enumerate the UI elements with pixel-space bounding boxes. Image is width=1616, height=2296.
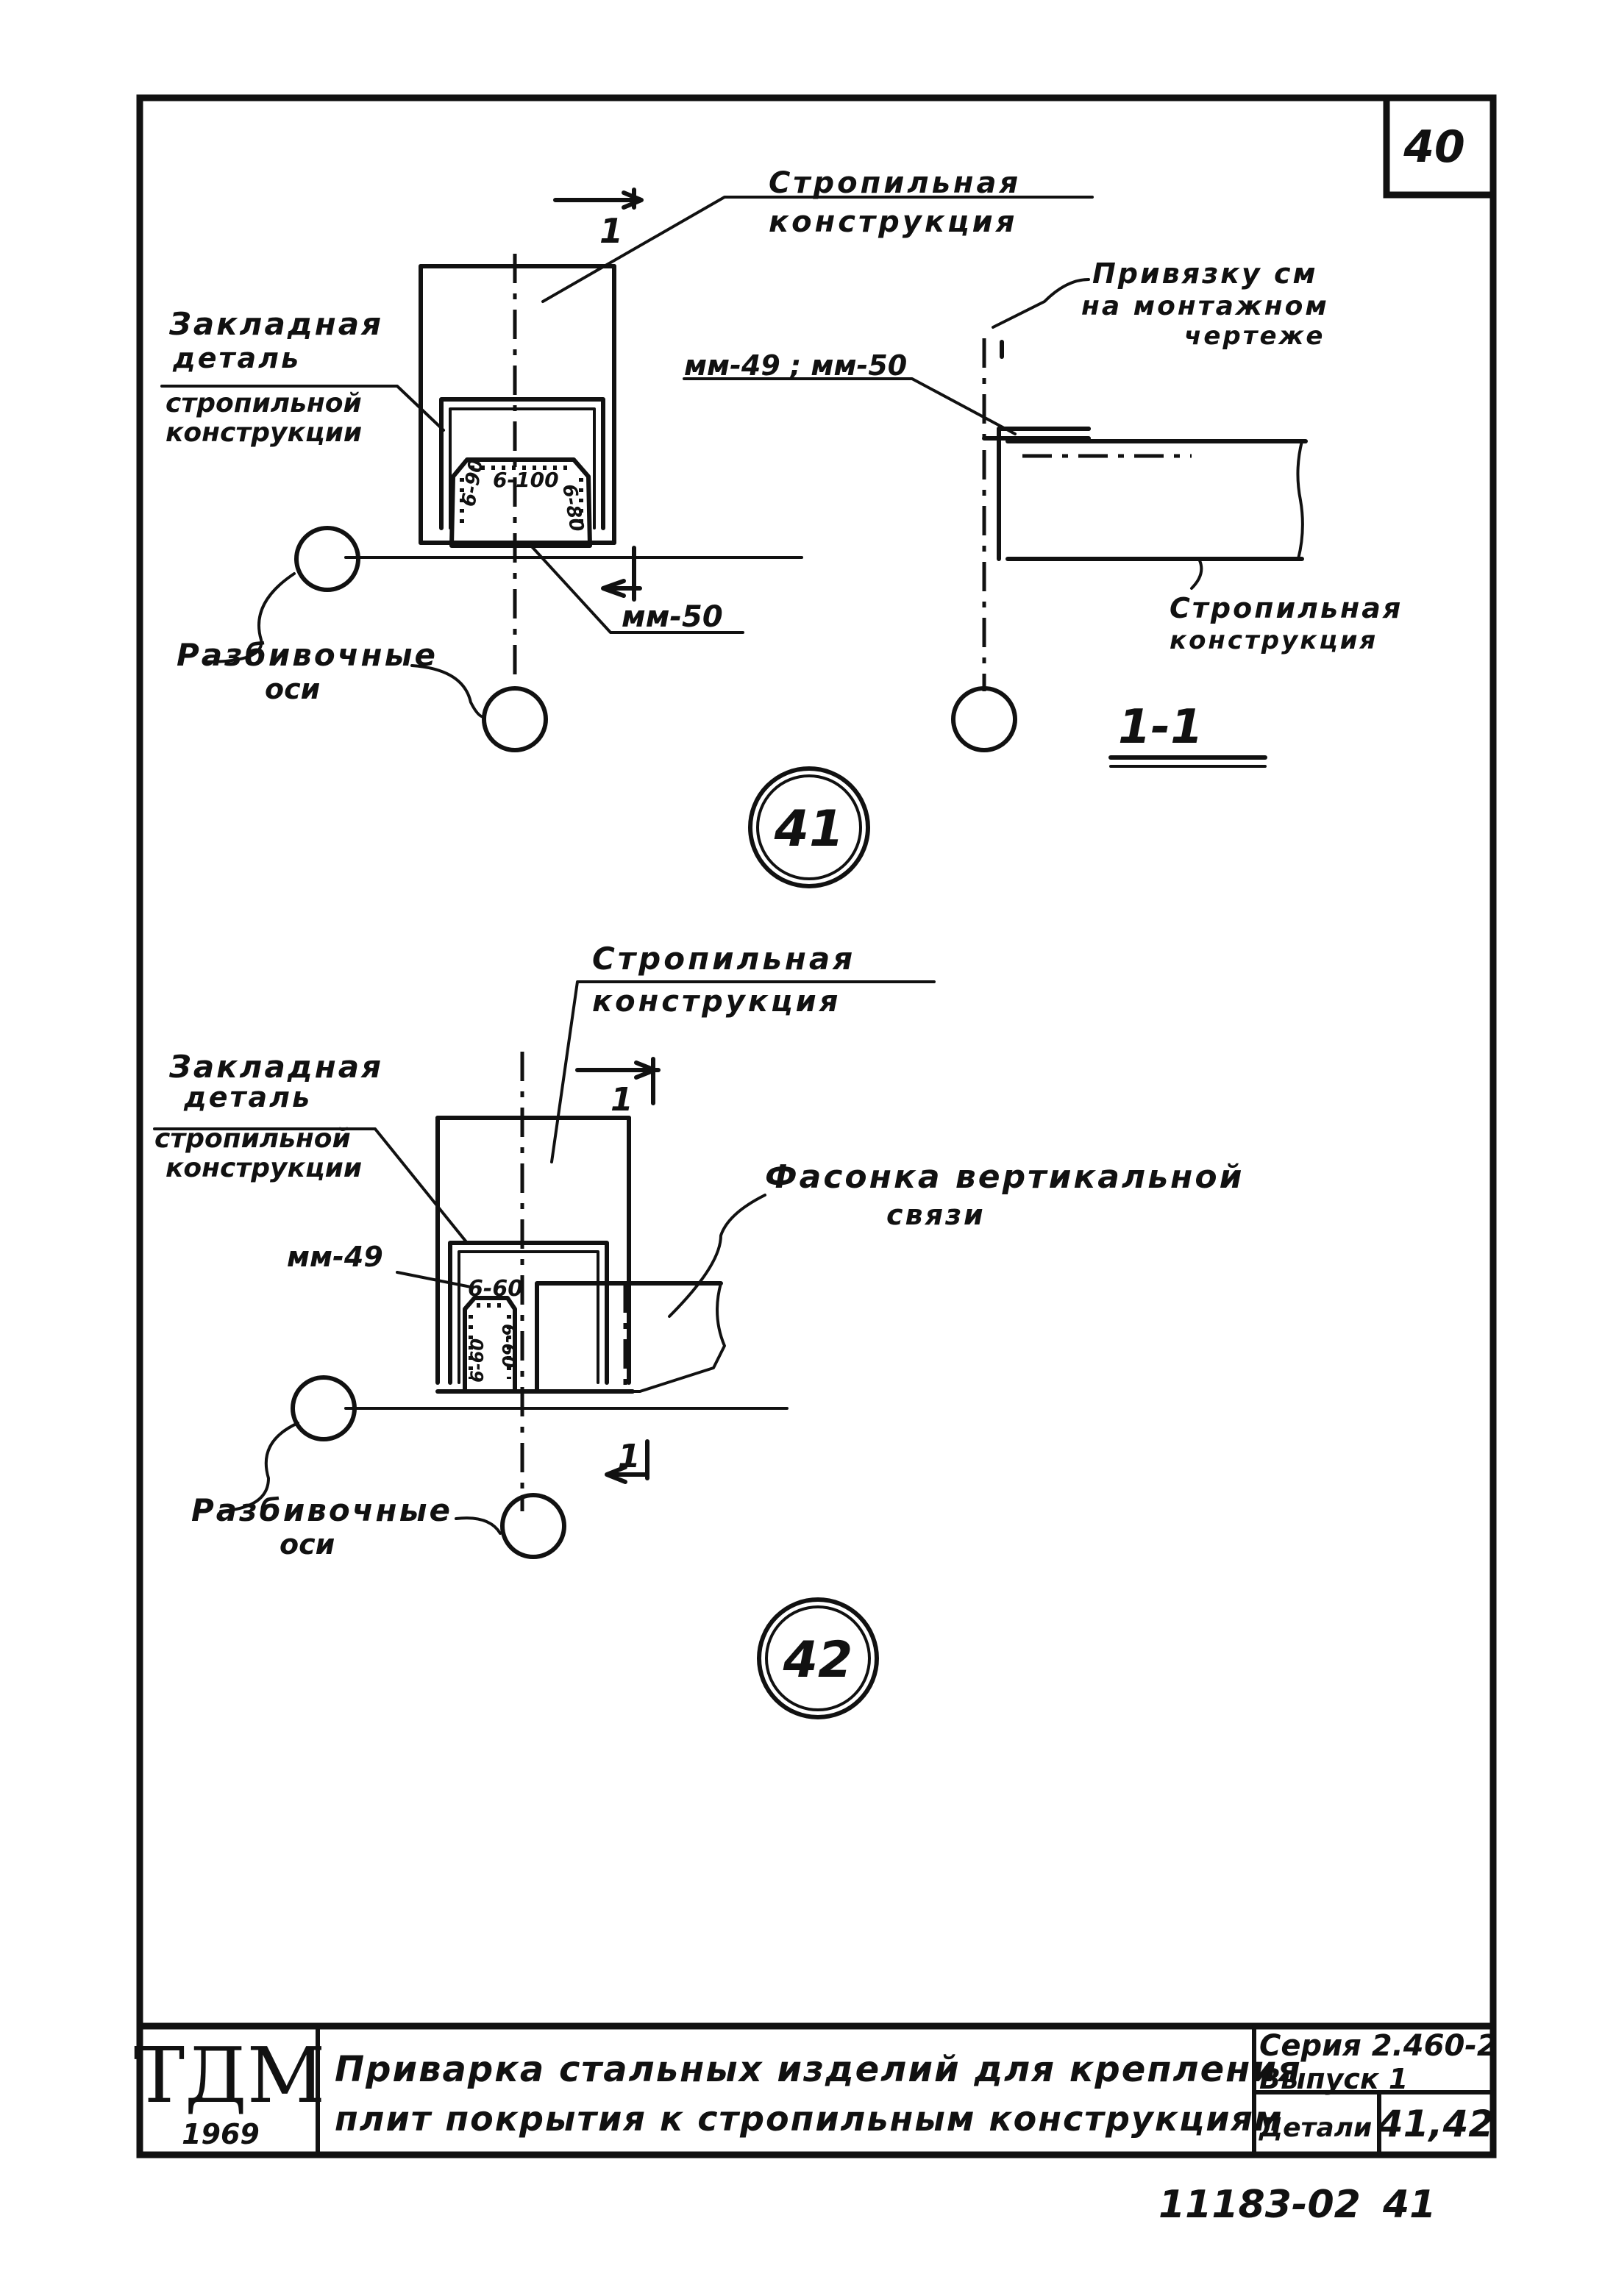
year: 1969 <box>182 2118 260 2150</box>
embedded-part-label: Закладная <box>168 1049 383 1085</box>
footer-page: 41 <box>1382 2183 1436 2227</box>
section-mark-label: 1 <box>599 211 623 251</box>
rafter-structure-label: Стропильная <box>592 941 855 977</box>
axis-bubble-section <box>951 686 1017 752</box>
page-number: 40 <box>1403 121 1465 173</box>
rafter-structure-label: конструкция <box>769 205 1017 239</box>
drawing-title-line2: плит покрытия к стропильным конструкциям <box>335 2099 1284 2139</box>
weld-label: 6-60 <box>468 1276 523 1302</box>
detail-42-plan: 1 1 Стропильная конструкция Закладная де… <box>153 941 1245 1561</box>
sheet-frame <box>136 94 1497 2158</box>
embedded-part-of-label: конструкции <box>165 418 362 448</box>
footer-code: 11183-02 <box>1158 2183 1361 2227</box>
embedded-part-of-label: стропильной <box>154 1124 351 1154</box>
drawing-title-line1: Приварка стальных изделий для крепления <box>335 2049 1302 2090</box>
axis-bubble-left <box>294 526 360 592</box>
series-label: Серия 2.460-2 <box>1259 2029 1498 2063</box>
section-1-1: Привязку см на монтажном чертеже мм-49 ;… <box>683 257 1403 768</box>
page-number-box: 40 <box>1383 94 1497 199</box>
section-mark-label: 1 <box>611 1081 633 1119</box>
axis-bubble-left <box>291 1375 357 1441</box>
axis-bubble-bottom <box>482 686 548 752</box>
section-mark-bottom-42: 1 <box>605 1438 649 1484</box>
section-mark-bottom-41 <box>601 546 642 602</box>
layout-axes-label: оси <box>280 1528 335 1561</box>
part-mm49-label: мм-49 <box>287 1241 383 1273</box>
embedded-part-label: деталь <box>172 342 301 374</box>
embedded-part-label: деталь <box>183 1081 312 1113</box>
title-block: ТДМ 1969 Приварка стальных изделий для к… <box>134 2022 1498 2157</box>
binding-note: на монтажном <box>1081 291 1329 321</box>
section-label: 1-1 <box>1118 700 1203 755</box>
weld-label: 6-60 <box>467 1338 488 1383</box>
section-rafter-label: Стропильная <box>1170 592 1403 624</box>
details-value: 41,42 <box>1377 2103 1494 2145</box>
org-logo: ТДМ <box>134 2031 325 2120</box>
layout-axes-label: Разбивочные <box>191 1492 452 1528</box>
detail-41-plan: 1 Стропильная конструкция Закладная дета… <box>160 166 1094 752</box>
layout-axes-label: оси <box>265 673 320 705</box>
weld-label: 6-60 <box>498 1324 519 1368</box>
rafter-structure-label: конструкция <box>592 985 841 1019</box>
layout-axes-label: Разбивочные <box>177 637 438 673</box>
section-rafter-label: конструкция <box>1170 626 1378 655</box>
gusset-label: связи <box>886 1199 986 1231</box>
section-parts-label: мм-49 ; мм-50 <box>684 349 907 382</box>
part-mm50-label: мм-50 <box>622 600 723 634</box>
weld-label: 6-100 <box>493 468 559 492</box>
detail-42-marker: 42 <box>757 1597 879 1719</box>
binding-note: чертеже <box>1184 321 1325 351</box>
details-label: Детали <box>1259 2113 1372 2143</box>
gusset-label: Фасонка вертикальной <box>765 1158 1245 1196</box>
section-mark-top-42: 1 <box>575 1057 661 1119</box>
section-mark-top-41: 1 <box>553 188 644 251</box>
section-mark-label: 1 <box>618 1438 641 1475</box>
detail-41-marker: 41 <box>748 766 870 888</box>
embedded-part-of-label: стропильной <box>165 388 362 418</box>
axis-bubble-bottom <box>500 1493 566 1559</box>
detail-42-number: 42 <box>783 1631 853 1689</box>
detail-41-number: 41 <box>774 800 844 858</box>
binding-note: Привязку см <box>1092 257 1318 290</box>
embedded-part-of-label: конструкции <box>165 1153 362 1183</box>
rafter-structure-label: Стропильная <box>769 166 1021 200</box>
embedded-part-label: Закладная <box>168 306 383 342</box>
issue-label: Выпуск 1 <box>1259 2063 1408 2095</box>
